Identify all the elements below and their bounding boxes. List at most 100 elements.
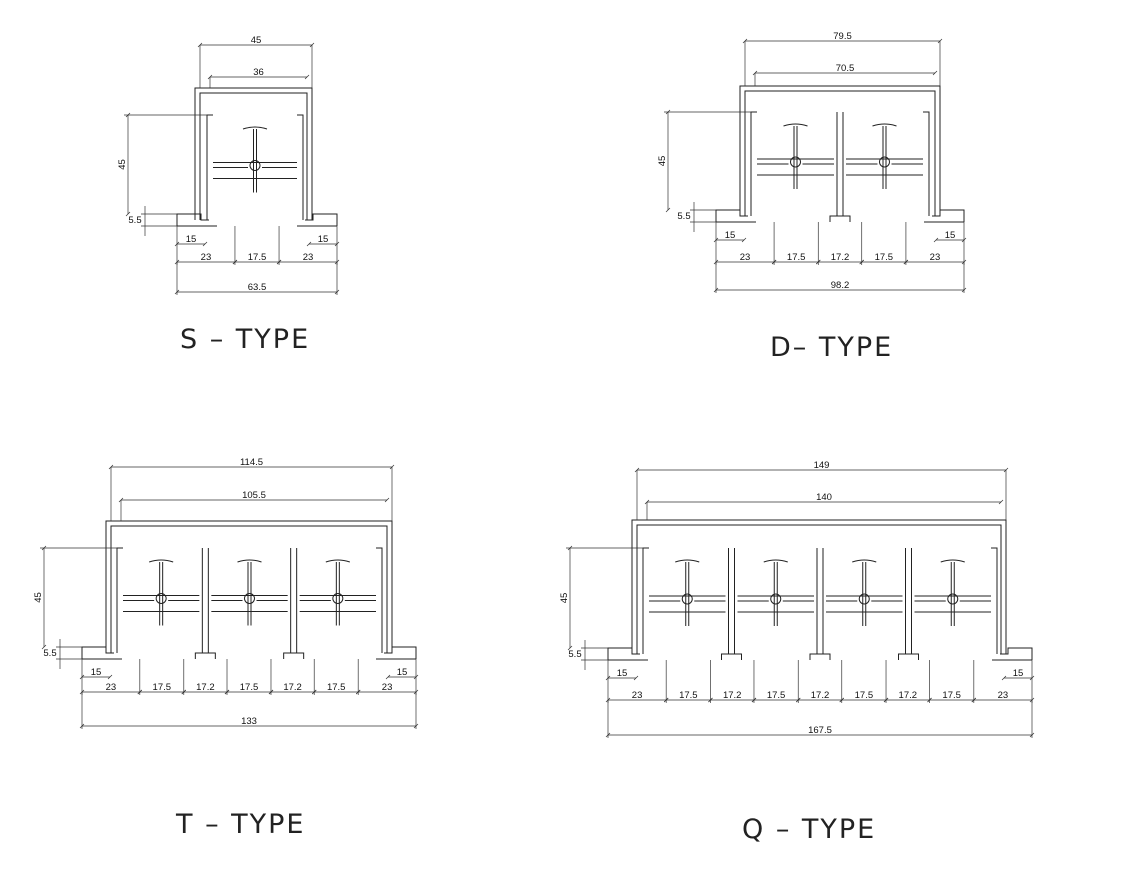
q-dim-inner-width-label: 140 xyxy=(816,492,832,503)
q-type-title: Q – TYPE xyxy=(742,814,876,845)
t-roller-wheel xyxy=(244,593,255,604)
d-bay-rail xyxy=(846,158,923,176)
q-partition-wall xyxy=(905,548,912,654)
s-dim-total-width-label: 63.5 xyxy=(248,282,267,293)
q-dim-side-right-label: 15 xyxy=(1013,668,1024,679)
t-dim-step-label: 5.5 xyxy=(43,648,56,659)
dimension-tick xyxy=(665,207,671,213)
s-roller-wheel xyxy=(249,160,261,171)
s-t-runner xyxy=(242,126,268,193)
dimension-tick xyxy=(567,545,573,551)
q-t-runner xyxy=(940,559,965,626)
t-type-title: T – TYPE xyxy=(175,809,305,840)
q-t-runner xyxy=(852,559,877,626)
t-roller-wheel xyxy=(155,593,167,604)
d-dim-outer-width-label: 79.5 xyxy=(833,31,852,42)
dimension-tick xyxy=(998,499,1004,505)
dimension-tick xyxy=(633,675,639,681)
q-roller-wheel xyxy=(858,593,870,605)
t-dim-bottom-segment-label: 17.5 xyxy=(327,682,346,693)
d-outer-cover-channel xyxy=(739,85,941,216)
q-partition-wall xyxy=(816,548,824,654)
q-roller-wheel xyxy=(770,593,782,605)
q-dim-bottom-segment-label: 17.5 xyxy=(767,690,786,701)
q-roller-wheel xyxy=(947,593,959,605)
t-bay-rail xyxy=(123,595,200,612)
q-dim-outer-width-label: 149 xyxy=(814,460,830,471)
q-dim-bottom-segment-label: 17.5 xyxy=(942,690,961,701)
d-dim-bottom-segment-label: 17.2 xyxy=(831,252,850,263)
s-bay-rail xyxy=(213,162,297,179)
d-t-runner xyxy=(872,123,897,189)
dimension-tick xyxy=(202,241,208,247)
t-dim-total-width-label: 133 xyxy=(241,716,257,727)
d-t-runner xyxy=(783,123,808,189)
t-bay-rail xyxy=(299,595,376,612)
d-dim-inner-width-label: 70.5 xyxy=(836,63,855,74)
t-base-flange xyxy=(81,646,417,660)
s-outer-cover-channel xyxy=(194,87,313,220)
s-dim-bottom-segment-label: 17.5 xyxy=(248,252,267,263)
dimension-tick xyxy=(41,545,47,551)
t-t-runner xyxy=(325,559,350,626)
q-dim-bottom-segment-label: 17.2 xyxy=(811,690,830,701)
s-dim-bottom-segment-label: 23 xyxy=(303,252,314,263)
d-dim-bottom-segment-label: 17.5 xyxy=(875,252,894,263)
dimension-tick xyxy=(107,674,113,680)
q-dim-height-label: 45 xyxy=(559,593,570,604)
t-bottom-box xyxy=(194,652,216,659)
t-outer-cover-channel xyxy=(105,520,393,653)
d-dim-total-width-label: 98.2 xyxy=(831,280,850,291)
q-bay-rail xyxy=(737,595,814,613)
t-dim-height-label: 45 xyxy=(33,592,44,603)
t-partition-wall xyxy=(290,548,298,653)
q-dim-bottom-segment-label: 17.5 xyxy=(855,690,874,701)
t-dim-bottom-segment-label: 17.5 xyxy=(240,682,259,693)
d-bottom-box xyxy=(829,215,851,222)
dimension-tick xyxy=(932,70,938,76)
q-roller-wheel xyxy=(681,593,693,605)
s-dim-side-left-label: 15 xyxy=(186,234,197,245)
s-dim-step-label: 5.5 xyxy=(128,215,141,226)
dimension-tick xyxy=(933,237,939,243)
d-bay-rail xyxy=(757,158,834,176)
dimension-tick xyxy=(741,237,747,243)
t-dim-bottom-segment-label: 17.5 xyxy=(153,682,172,693)
dimension-tick xyxy=(306,241,312,247)
q-bay-rail xyxy=(826,595,903,613)
t-bottom-box xyxy=(283,652,305,659)
t-partition-wall xyxy=(201,548,209,653)
q-bottom-box xyxy=(721,653,742,660)
t-dim-bottom-segment-label: 17.2 xyxy=(283,682,302,693)
t-t-runner xyxy=(149,559,174,626)
q-dim-bottom-segment-label: 23 xyxy=(632,690,643,701)
t-bay-rail xyxy=(211,595,288,612)
d-dim-bottom-segment-label: 23 xyxy=(740,252,751,263)
q-bottom-box xyxy=(809,653,831,660)
dimension-tick xyxy=(125,112,131,118)
q-t-runner xyxy=(763,559,788,626)
dimension-tick xyxy=(41,644,47,650)
q-t-runner xyxy=(675,559,700,626)
t-roller-wheel xyxy=(332,593,344,604)
q-bay-rail xyxy=(649,595,726,613)
t-dim-bottom-segment-label: 17.2 xyxy=(196,682,215,693)
q-base-flange xyxy=(607,647,1033,661)
t-dim-side-right-label: 15 xyxy=(397,667,408,678)
dimension-tick xyxy=(665,109,671,115)
dimension-tick xyxy=(385,674,391,680)
d-type-title: D– TYPE xyxy=(770,332,893,363)
t-t-runner xyxy=(237,559,262,626)
q-dim-step-label: 5.5 xyxy=(568,649,581,660)
t-dim-outer-width-label: 114.5 xyxy=(240,457,263,468)
t-dim-side-left-label: 15 xyxy=(91,667,102,678)
dimension-tick xyxy=(1001,675,1007,681)
dimension-tick xyxy=(384,497,390,503)
dimension-tick xyxy=(567,645,573,651)
dimension-tick xyxy=(304,74,310,80)
q-dim-bottom-segment-label: 17.2 xyxy=(899,690,918,701)
